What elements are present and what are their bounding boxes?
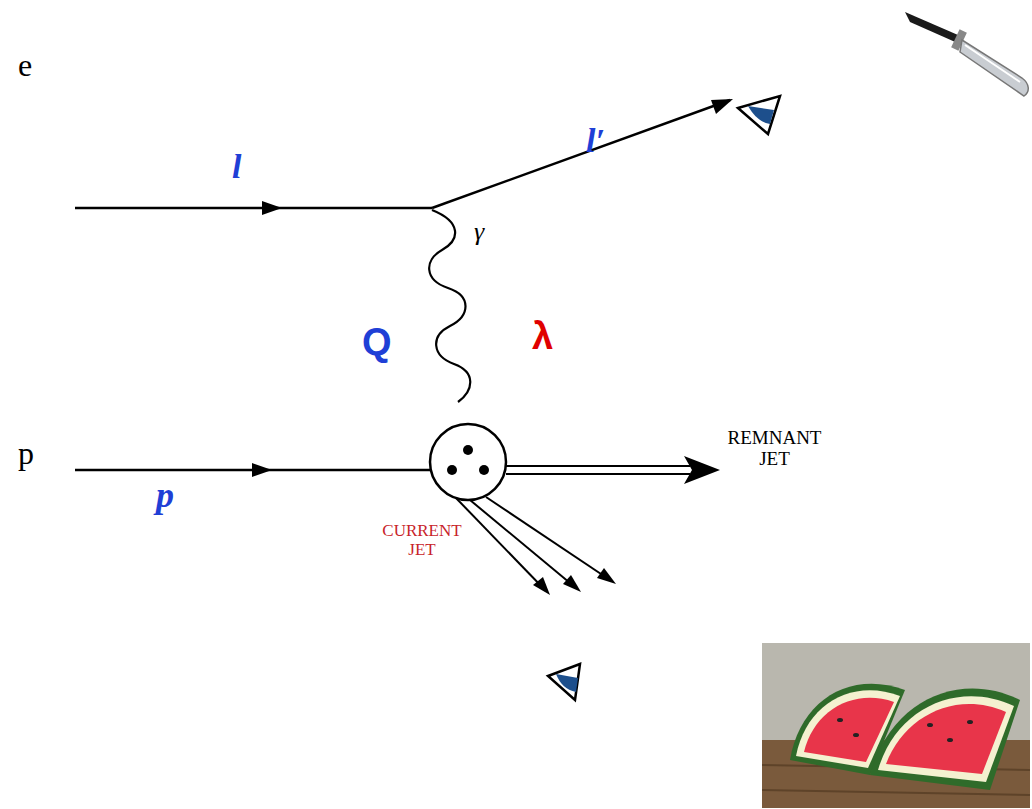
- arrowhead: [597, 568, 616, 584]
- wavelength-label: λ: [532, 316, 553, 358]
- eye-icon: [738, 96, 780, 134]
- watermelon-photo: [762, 643, 1030, 808]
- jet-label: CURRENT JET: [372, 522, 472, 559]
- proton-blob: [430, 424, 506, 500]
- arrowhead: [252, 463, 272, 477]
- knife-icon: [905, 12, 1028, 96]
- current-jet-line: [456, 498, 545, 590]
- eye-icon: [548, 664, 580, 700]
- quark-dot: [447, 465, 457, 475]
- quark-dot: [463, 445, 473, 455]
- jet-label: REMNANT JET: [712, 428, 837, 470]
- remnant-jet-line: [506, 465, 690, 467]
- arrowhead: [563, 575, 581, 592]
- arrowhead: [262, 201, 282, 215]
- virtuality-label: Q: [362, 322, 392, 364]
- arrowhead: [711, 99, 733, 114]
- electron-line: [75, 207, 432, 210]
- photon-label: γ: [474, 218, 484, 247]
- beam-label: p⃗: [18, 436, 59, 471]
- quark-dot: [479, 465, 489, 475]
- beam-label: e⃗: [18, 48, 57, 83]
- current-jet-line: [470, 500, 576, 588]
- momentum-label: l′: [586, 122, 605, 159]
- arrowhead: [533, 577, 550, 595]
- momentum-label: l: [232, 148, 241, 185]
- arrowhead: [684, 456, 720, 484]
- remnant-jet-line: [506, 473, 690, 475]
- scattered-electron-line: [432, 100, 730, 208]
- current-jet-line: [486, 497, 610, 580]
- photon-line: [429, 210, 470, 402]
- momentum-label: p: [156, 476, 174, 516]
